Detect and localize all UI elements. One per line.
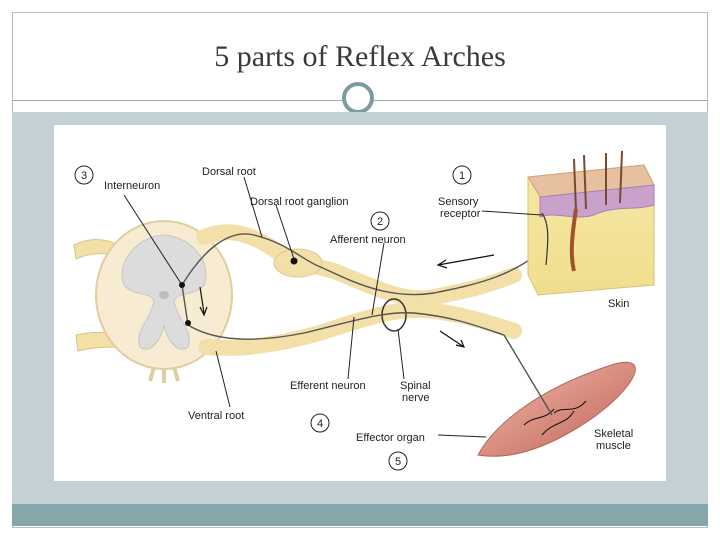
- motor-neuron-cell-body: [185, 320, 191, 326]
- step-number-3: 3: [81, 170, 87, 182]
- label-afferent-neuron: Afferent neuron: [330, 234, 406, 246]
- sensory-receptor-ending: [541, 212, 549, 266]
- label-ventral-root: Ventral root: [188, 410, 244, 422]
- dorsal-root-ganglion-shape: [273, 248, 323, 278]
- step-number-5: 5: [395, 456, 401, 468]
- label-interneuron: Interneuron: [104, 180, 160, 192]
- title-ring-ornament: [342, 82, 374, 114]
- direction-arrows: [436, 254, 495, 348]
- signal-arrow: [199, 286, 205, 314]
- label-nerve: nerve: [402, 392, 430, 404]
- label-skeletal: Skeletal: [594, 428, 633, 440]
- step-number-4: 4: [317, 418, 323, 430]
- step-numbers: 3 1 2 4 5: [74, 165, 472, 471]
- label-spinal: Spinal: [400, 380, 431, 392]
- step-number-2: 2: [377, 216, 383, 228]
- ganglion-cell-body: [290, 257, 298, 265]
- slide-title: 5 parts of Reflex Arches: [214, 40, 506, 73]
- label-skin: Skin: [608, 298, 629, 310]
- label-muscle: muscle: [596, 440, 631, 452]
- reflex-arc-diagram: 3 1 2 4 5 Interneuron Dorsal root Dorsal…: [54, 125, 666, 481]
- leader-lines: [123, 176, 543, 438]
- efferent-to-muscle-line: [503, 334, 553, 416]
- left-nerve-roots: [73, 239, 115, 352]
- step-number-1: 1: [459, 170, 465, 182]
- label-dorsal-root-ganglion: Dorsal root ganglion: [250, 196, 348, 208]
- label-effector-organ: Effector organ: [356, 432, 425, 444]
- spinal-cord-cross-section: [95, 220, 233, 383]
- diagram-labels: Interneuron Dorsal root Dorsal root gang…: [104, 166, 633, 452]
- label-efferent-neuron: Efferent neuron: [290, 380, 366, 392]
- skin-block: [527, 150, 655, 296]
- ventral-root-nerve: [198, 301, 522, 356]
- skeletal-muscle: [477, 334, 636, 457]
- label-dorsal-root: Dorsal root: [202, 166, 256, 178]
- reflex-arc-svg: 3 1 2 4 5 Interneuron Dorsal root Dorsal…: [73, 150, 655, 471]
- label-sensory: Sensory: [438, 196, 479, 208]
- footer-band: [12, 504, 708, 526]
- label-receptor: receptor: [440, 208, 481, 220]
- dorsal-root-nerve: [196, 224, 522, 307]
